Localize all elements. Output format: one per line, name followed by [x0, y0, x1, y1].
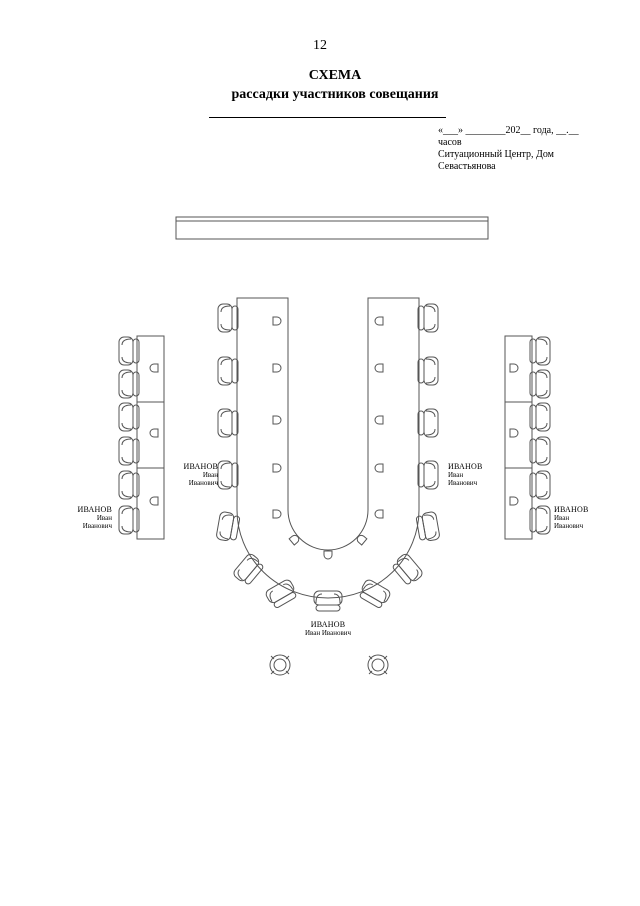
right-arm-mics	[375, 317, 383, 518]
round-stand-right	[367, 654, 389, 676]
seat-patronymic: Иванович	[554, 522, 584, 530]
left-side-desks	[119, 335, 165, 540]
seat-surname: ИВАНОВ	[554, 505, 589, 514]
seat-name: Иван	[202, 471, 218, 479]
seat-patronymic: Иванович	[82, 522, 112, 530]
page-title: СХЕМА	[308, 68, 362, 83]
seat-name: Иван	[96, 514, 112, 522]
presidium-table	[175, 216, 489, 240]
page-number: 12	[313, 38, 327, 53]
meeting-place-line1: Ситуационный Центр, Дом	[438, 149, 555, 160]
meeting-place-line2: Севастьянова	[438, 161, 496, 172]
left-arm-mics	[272, 316, 282, 519]
seat-label-right-table: ИВАНОВ Иван Иванович	[448, 462, 483, 488]
seat-surname: ИВАНОВ	[310, 620, 346, 629]
seat-patronymic: Иванович	[188, 479, 218, 487]
seat-patronymic: Иванович	[448, 479, 478, 487]
page-subtitle: рассадки участников совещания	[231, 87, 439, 102]
seat-name: Иван	[448, 471, 464, 479]
curve-chairs	[231, 551, 425, 612]
inner-curve-mics	[288, 533, 367, 560]
seat-label-bottom: ИВАНОВ Иван Иванович	[290, 620, 366, 638]
seat-name: Иван	[554, 514, 570, 522]
title-underline	[209, 117, 446, 118]
right-side-desks	[504, 335, 551, 540]
seat-fullname: Иван Иванович	[304, 629, 352, 637]
seat-surname: ИВАНОВ	[77, 505, 112, 514]
seat-label-right-side: ИВАНОВ Иван Иванович	[554, 505, 589, 531]
seat-label-left-table: ИВАНОВ Иван Иванович	[172, 462, 218, 488]
seat-label-left-side: ИВАНОВ Иван Иванович	[64, 505, 112, 531]
meeting-hours: часов	[438, 137, 462, 148]
round-stand-left	[269, 654, 291, 676]
seat-surname: ИВАНОВ	[448, 462, 483, 471]
meeting-date: «___» ________202__ года, __.__	[438, 125, 579, 136]
u-shaped-table	[236, 297, 420, 599]
seat-surname: ИВАНОВ	[183, 462, 218, 471]
